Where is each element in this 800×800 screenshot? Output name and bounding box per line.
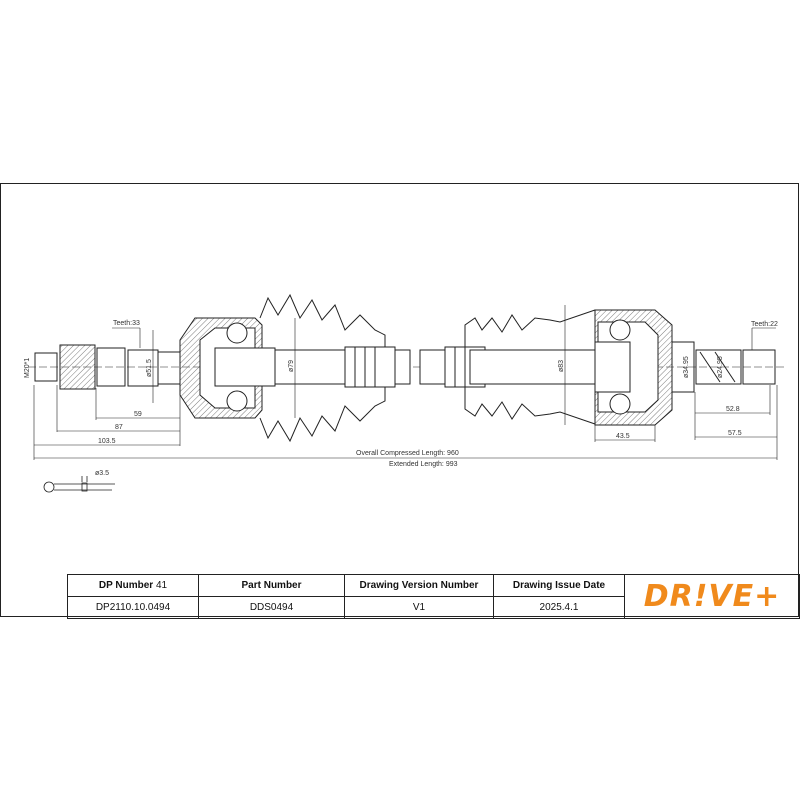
header-version: Drawing Version Number bbox=[344, 574, 494, 597]
pin-dia-label: ø3.5 bbox=[95, 470, 109, 477]
teeth-left-label: Teeth:33 bbox=[113, 320, 140, 327]
teeth-right-label: Teeth:22 bbox=[751, 321, 778, 328]
extended-length-label: Extended Length: 993 bbox=[389, 461, 458, 468]
cotter-pin bbox=[43, 476, 115, 493]
thread-label: M20*1 bbox=[24, 358, 31, 378]
dim-43-5-label: 43.5 bbox=[616, 433, 630, 440]
left-shaft-a bbox=[96, 347, 126, 387]
header-part-number: Part Number bbox=[198, 574, 345, 597]
header-dp-number: DP Number 41 bbox=[67, 574, 199, 597]
part-number-value: DDS0494 bbox=[198, 596, 345, 619]
right-spline bbox=[695, 349, 742, 385]
dim-87-label: 87 bbox=[115, 424, 123, 431]
left-nut bbox=[59, 344, 96, 390]
left-boot-bottom bbox=[259, 387, 386, 443]
compressed-length-label: Overall Compressed Length: 960 bbox=[356, 450, 459, 457]
header-issue-date: Drawing Issue Date bbox=[493, 574, 625, 597]
left-boot-top bbox=[259, 293, 386, 347]
dia-24-95-label: ø24.95 bbox=[717, 356, 724, 378]
dia-79-label: ø79 bbox=[288, 360, 295, 372]
dia-34-95-label: ø34.95 bbox=[683, 356, 690, 378]
right-thread-stub bbox=[742, 349, 776, 385]
issue-date-value: 2025.4.1 bbox=[493, 596, 625, 619]
dim-57-5-label: 57.5 bbox=[728, 430, 742, 437]
dia-83-label: ø83 bbox=[558, 360, 565, 372]
right-stub-collar bbox=[671, 341, 695, 393]
brand-logo: DR!VE+ bbox=[624, 574, 800, 619]
left-spline bbox=[127, 349, 159, 387]
dia-51-5-label: ø51.5 bbox=[146, 359, 153, 377]
dim-103-5-label: 103.5 bbox=[98, 438, 116, 445]
left-thread-stub bbox=[34, 352, 58, 382]
title-block: DP Number 41 Part Number Drawing Version… bbox=[67, 574, 800, 619]
dim-59-label: 59 bbox=[134, 411, 142, 418]
right-boot-bottom bbox=[464, 387, 596, 425]
dp-number-value: DP2110.10.0494 bbox=[67, 596, 199, 619]
dim-52-8-label: 52.8 bbox=[726, 406, 740, 413]
version-value: V1 bbox=[344, 596, 494, 619]
right-boot-top bbox=[464, 309, 596, 347]
